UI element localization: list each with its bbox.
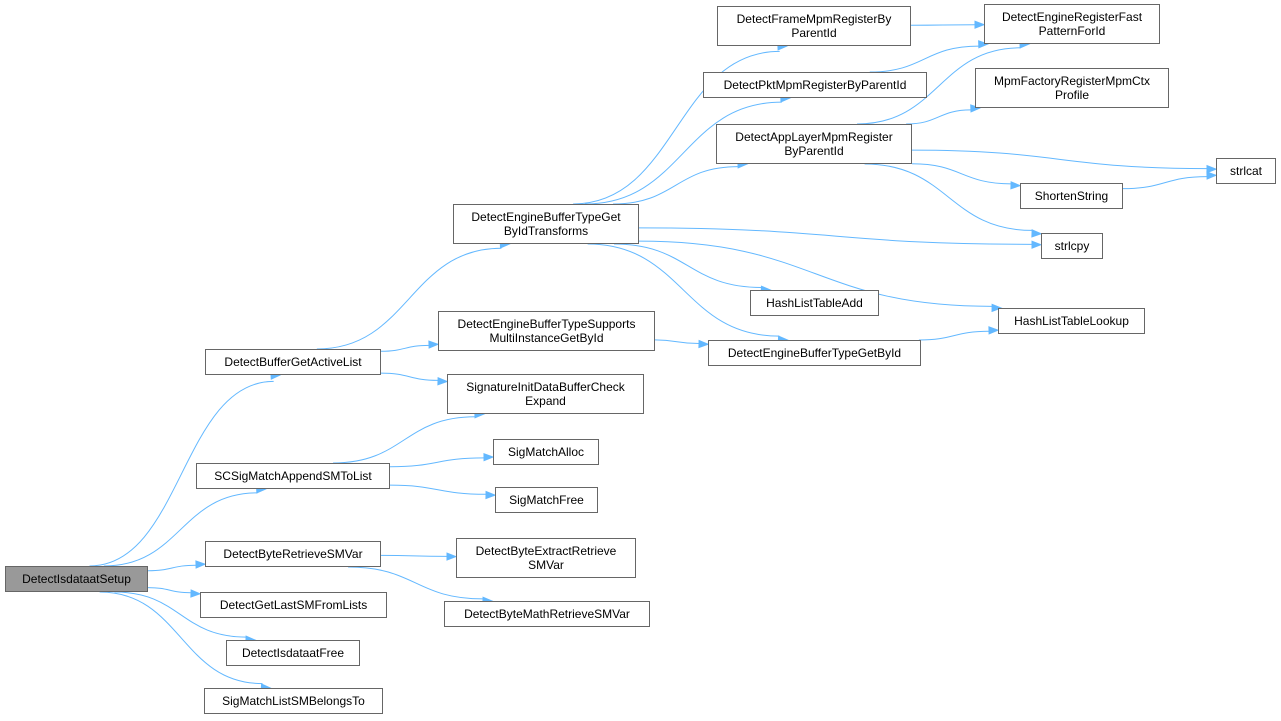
call-edge [380, 372, 439, 381]
call-edge [333, 416, 476, 464]
arrowhead [428, 340, 440, 349]
call-edge [316, 247, 502, 350]
call-edge [389, 457, 485, 468]
node-detect-isdataat-free[interactable]: DetectIsdataatFree [226, 640, 360, 666]
arrowhead [991, 303, 1003, 313]
call-edge [587, 243, 780, 337]
node-detect-get-last-sm-from-lists[interactable]: DetectGetLastSMFromLists [200, 592, 387, 618]
call-edge [584, 101, 782, 205]
node-strlcpy[interactable]: strlcpy [1041, 233, 1103, 259]
node-hash-list-table-add[interactable]: HashListTableAdd [750, 290, 879, 316]
call-edge [864, 163, 1033, 231]
node-detect-buffer-get-active-list[interactable]: DetectBufferGetActiveList [205, 349, 381, 375]
call-edge [380, 554, 448, 557]
node-mpm-factory-register-mpm-ctx-profile[interactable]: MpmFactoryRegisterMpmCtx Profile [975, 68, 1169, 108]
arrowhead [988, 326, 1000, 335]
arrowhead [1206, 171, 1218, 180]
arrowhead [1010, 181, 1022, 190]
call-edge [147, 587, 192, 594]
node-detect-byte-extract-retrieve-sm-var[interactable]: DetectByteExtractRetrieve SMVar [456, 538, 636, 578]
node-detect-pkt-mpm-register-by-parent-id[interactable]: DetectPktMpmRegisterByParentId [703, 72, 927, 98]
call-edge [380, 344, 430, 352]
node-sc-sig-match-append-sm-to-list[interactable]: SCSigMatchAppendSMToList [196, 463, 390, 489]
arrowhead [195, 560, 207, 569]
call-edge [99, 591, 263, 685]
call-edge [389, 484, 487, 495]
call-edge [348, 566, 484, 600]
node-detect-byte-math-retrieve-sm-var[interactable]: DetectByteMathRetrieveSMVar [444, 601, 650, 627]
arrowhead [485, 490, 497, 500]
node-detect-app-layer-mpm-register-by-parent-id[interactable]: DetectAppLayerMpmRegister ByParentId [716, 124, 912, 164]
node-detect-engine-register-fast-pattern-for-id[interactable]: DetectEngineRegisterFast PatternForId [984, 4, 1160, 44]
node-detect-engine-buffer-type-get-by-id[interactable]: DetectEngineBufferTypeGetById [708, 340, 921, 366]
node-detect-engine-buffer-type-supports-multi-instance-get-by-id[interactable]: DetectEngineBufferTypeSupports MultiInst… [438, 311, 655, 351]
call-edge [89, 380, 274, 567]
node-strlcat[interactable]: strlcat [1216, 158, 1276, 184]
node-detect-frame-mpm-register-by-parent-id[interactable]: DetectFrameMpmRegisterBy ParentId [717, 6, 911, 46]
call-edge [638, 240, 993, 307]
node-signature-init-data-buffer-check-expand[interactable]: SignatureInitDataBufferCheck Expand [447, 374, 644, 414]
call-edge [638, 227, 1033, 245]
call-edge [1122, 176, 1208, 190]
node-detect-isdataat-setup: DetectIsdataatSetup [5, 566, 148, 592]
arrowhead [1031, 229, 1043, 238]
call-edge [612, 166, 739, 205]
call-edge [573, 50, 780, 205]
arrowhead [1031, 240, 1043, 249]
call-edge [114, 591, 247, 638]
node-detect-byte-retrieve-sm-var[interactable]: DetectByteRetrieveSMVar [205, 541, 381, 567]
call-edge [911, 149, 1208, 170]
node-sig-match-free[interactable]: SigMatchFree [495, 487, 598, 513]
call-edge [918, 330, 990, 341]
arrowhead [190, 589, 202, 598]
arrowhead [974, 20, 986, 29]
node-shorten-string[interactable]: ShortenString [1020, 183, 1123, 209]
call-edge [147, 564, 197, 572]
call-edge [906, 109, 972, 125]
node-sig-match-list-sm-belongs-to[interactable]: SigMatchListSMBelongsTo [204, 688, 383, 714]
call-edge [911, 163, 1012, 185]
call-edge [613, 243, 762, 288]
arrowhead [1206, 164, 1218, 174]
arrowhead [437, 377, 449, 386]
node-sig-match-alloc[interactable]: SigMatchAlloc [493, 439, 599, 465]
call-edge [103, 492, 258, 567]
arrowhead [978, 40, 990, 49]
arrowhead [698, 339, 710, 349]
arrowhead [483, 452, 495, 462]
call-edge [654, 339, 700, 345]
node-hash-list-table-lookup[interactable]: HashListTableLookup [998, 308, 1145, 334]
arrowhead [446, 552, 458, 561]
call-edge [856, 47, 1021, 125]
call-edge [869, 45, 979, 73]
node-detect-engine-buffer-type-get-by-id-transforms[interactable]: DetectEngineBufferTypeGet ByIdTransforms [453, 204, 639, 244]
